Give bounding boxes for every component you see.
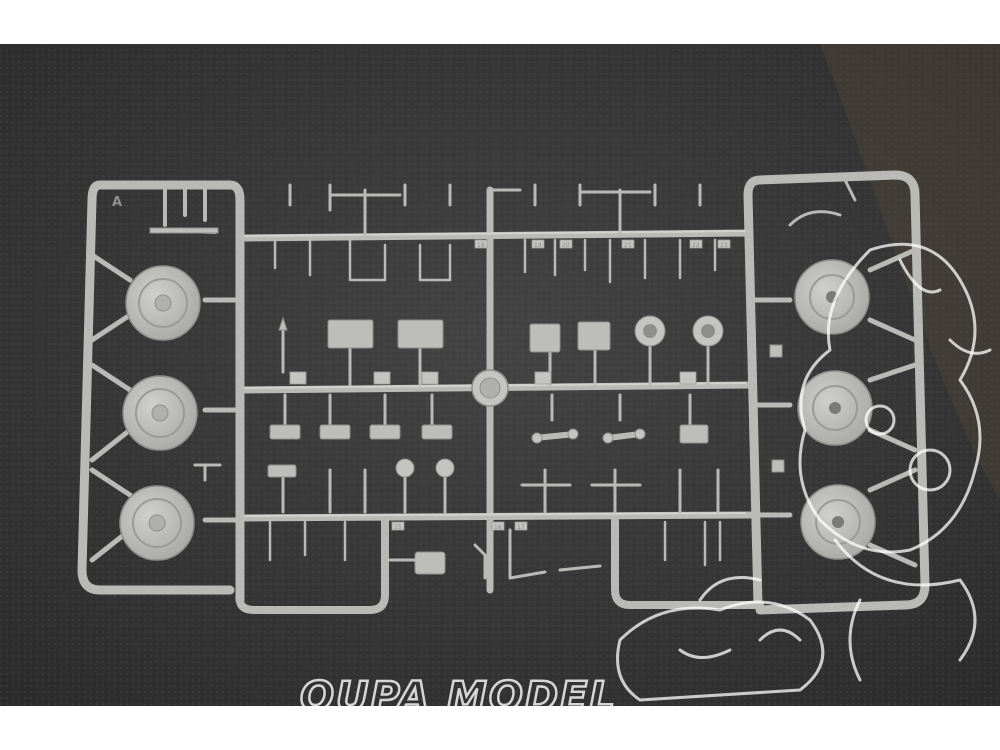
road-wheel-right-3 [800, 484, 876, 560]
parts-middle-upper [278, 315, 724, 387]
watermark-mascot [798, 242, 992, 682]
svg-text:16: 16 [494, 524, 502, 531]
watermark-text: OUPA MODEL [300, 674, 617, 706]
parts-lower-row [193, 178, 857, 580]
watermark-character [616, 576, 825, 702]
road-wheel-left-2 [122, 375, 198, 451]
tab-numbers: 19 20 21 22 23 15 16 17 18 [391, 239, 731, 531]
sprue-frame [77, 170, 930, 615]
parts-top-row [273, 183, 717, 284]
road-wheel-left-3 [119, 485, 195, 561]
svg-text:17: 17 [517, 524, 525, 531]
svg-text:20: 20 [562, 242, 570, 249]
road-wheel-right-2 [797, 370, 873, 446]
parts-top-left [149, 188, 219, 234]
sprue-letter: A [112, 195, 122, 210]
road-wheel-right-1 [794, 259, 870, 335]
svg-text:23: 23 [720, 242, 728, 249]
sprue-photo: A [0, 44, 1000, 706]
svg-text:18: 18 [477, 242, 485, 249]
svg-text:15: 15 [394, 524, 402, 531]
svg-text:19: 19 [534, 242, 542, 249]
svg-text:22: 22 [692, 242, 700, 249]
svg-text:21: 21 [624, 242, 632, 249]
parts-middle-lower [269, 393, 709, 444]
road-wheel-left-1 [125, 265, 201, 341]
